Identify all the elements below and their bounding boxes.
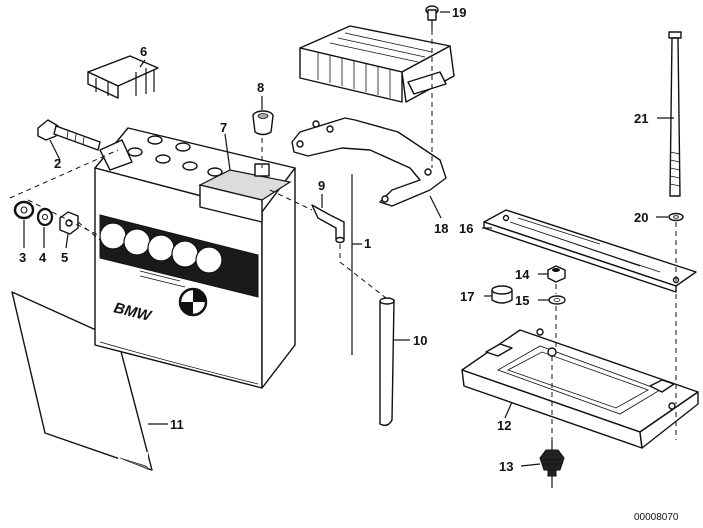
callout-6: 6 [140,44,147,59]
washer-4 [36,207,54,227]
callout-2: 2 [54,156,61,171]
callout-19: 19 [452,5,466,20]
insulating-sheet [11,291,153,471]
battery-tray [461,328,699,449]
hex-nut-5 [59,211,79,235]
rubber-buffer-17 [491,285,513,304]
callout-13: 13 [499,459,513,474]
assembly-dashed-lines [9,30,677,440]
mounting-screw-19 [425,5,439,30]
battery: BMW [94,127,296,389]
control-unit [299,25,455,103]
mounting-bracket [291,117,447,207]
callout-4: 4 [39,250,47,265]
nut-14 [547,265,566,283]
callout-1: 1 [364,236,371,251]
terminal-bolt [37,119,101,151]
callout-9: 9 [318,178,325,193]
callout-17: 17 [460,289,474,304]
callout-16: 16 [459,221,473,236]
washer-20 [668,212,684,222]
callout-5: 5 [61,250,68,265]
callout-3: 3 [19,250,26,265]
callout-8: 8 [257,80,264,95]
washer-3 [13,200,35,220]
callout-10: 10 [413,333,427,348]
battery-top-plate [483,209,697,293]
callout-20: 20 [634,210,648,225]
callout-labels: 6 2 7 8 3 4 5 9 1 10 11 18 19 21 20 16 1… [19,5,648,474]
diagram-reference-number: 00008070 [634,512,679,523]
leader-lines [23,11,674,467]
callout-18: 18 [434,221,448,236]
callout-15: 15 [515,293,529,308]
vent-plug [252,110,274,136]
callout-11: 11 [170,417,184,432]
vent-hose [379,297,395,427]
callout-7: 7 [220,120,227,135]
vent-elbow [311,204,345,244]
long-bolt-21 [668,31,682,197]
callout-14: 14 [515,267,530,282]
callout-12: 12 [497,418,511,433]
rubber-mount-13 [539,440,565,488]
washer-15 [548,295,566,305]
callout-21: 21 [634,111,648,126]
terminal-cover-cap [87,55,159,99]
